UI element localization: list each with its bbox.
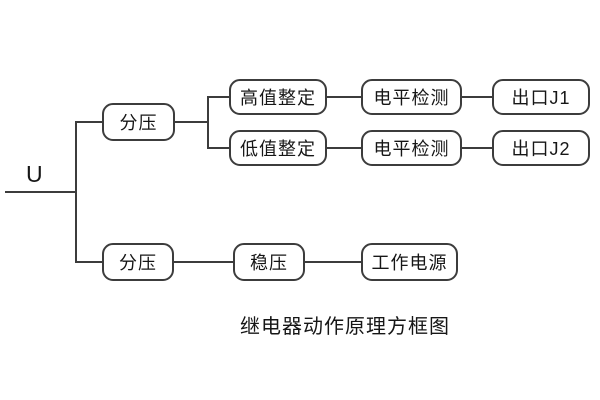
connector-divider-bottom-to-regulator xyxy=(172,261,235,263)
node-low-value-setting: 低值整定 xyxy=(229,130,327,166)
connector-high-set-to-detect-1 xyxy=(325,96,363,98)
connector-split-to-high-set xyxy=(207,96,231,98)
input-voltage-label: U xyxy=(26,161,43,187)
connector-input-line xyxy=(5,191,77,193)
node-voltage-divider-bottom: 分压 xyxy=(102,243,174,281)
connector-low-set-to-detect-2 xyxy=(325,147,363,149)
node-output-j2: 出口J2 xyxy=(492,130,590,166)
node-voltage-regulator: 稳压 xyxy=(233,243,305,281)
connector-trunk-to-divider-bottom xyxy=(75,261,104,263)
node-high-value-setting: 高值整定 xyxy=(229,79,327,115)
connector-detect-2-to-output-j2 xyxy=(460,147,494,149)
connector-detect-1-to-output-j1 xyxy=(460,96,494,98)
connector-regulator-to-working-power xyxy=(303,261,363,263)
connector-trunk-vertical xyxy=(75,121,77,263)
connector-trunk-to-divider-top xyxy=(75,121,104,123)
node-output-j1: 出口J1 xyxy=(492,79,590,115)
node-level-detection-1: 电平检测 xyxy=(361,79,462,115)
diagram-caption: 继电器动作原理方框图 xyxy=(240,316,450,338)
node-voltage-divider-top: 分压 xyxy=(102,103,175,141)
connector-split-vertical xyxy=(207,96,209,149)
connector-split-to-low-set xyxy=(207,147,231,149)
node-level-detection-2: 电平检测 xyxy=(361,130,462,166)
connector-divider-top-to-split xyxy=(173,121,209,123)
node-working-power: 工作电源 xyxy=(361,243,458,281)
